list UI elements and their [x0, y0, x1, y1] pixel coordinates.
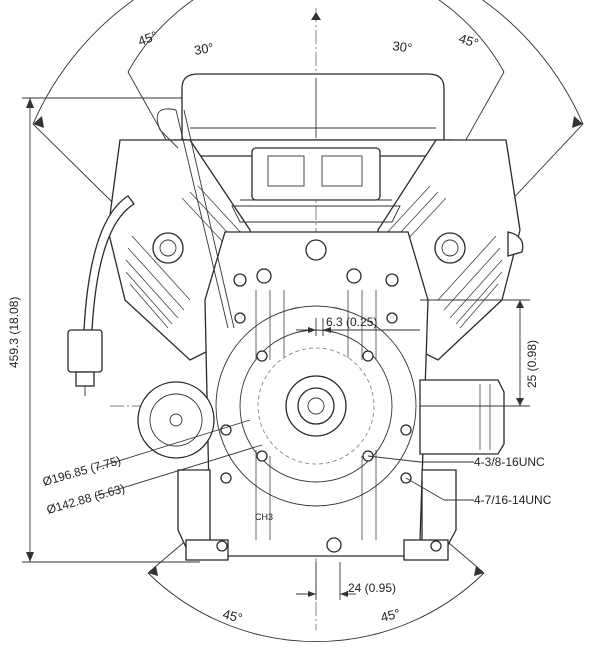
thread-lower-label: 4-7/16-14UNC [474, 493, 552, 507]
mounting-bolt-holes [216, 312, 442, 553]
bolt-circle-small-label: Ø142.88 (5.63) [45, 481, 126, 517]
thread-upper-label: 4-3/8-16UNC [474, 455, 545, 469]
bolt-circle-large-label: Ø196.85 (7.75) [41, 453, 122, 489]
shaft-offset-dimensions [296, 299, 530, 600]
overall-height-label: 459.3 (18.08) [7, 297, 21, 368]
casting-mark-label: CH3 [255, 512, 273, 522]
angle-bottom-right-label: 45° [379, 606, 402, 625]
overall-height-dimension [22, 97, 200, 563]
crankcase-ribs [255, 290, 377, 540]
angle-top-right-inner-label: 30° [392, 38, 414, 56]
angle-top-left-inner-label: 30° [193, 40, 215, 58]
leader-lines [95, 419, 474, 501]
engine-body [67, 73, 524, 561]
angle-top-right-outer-label: 45° [457, 31, 480, 51]
mount-offset-label: 24 (0.95) [348, 581, 396, 595]
shaft-offset-vertical-label: 25 (0.98) [525, 340, 539, 388]
shaft-offset-horizontal-label: 6.3 (0.25) [326, 315, 377, 329]
angle-top-left-outer-label: 45° [136, 28, 160, 49]
angle-bottom-left-label: 45° [221, 606, 244, 625]
